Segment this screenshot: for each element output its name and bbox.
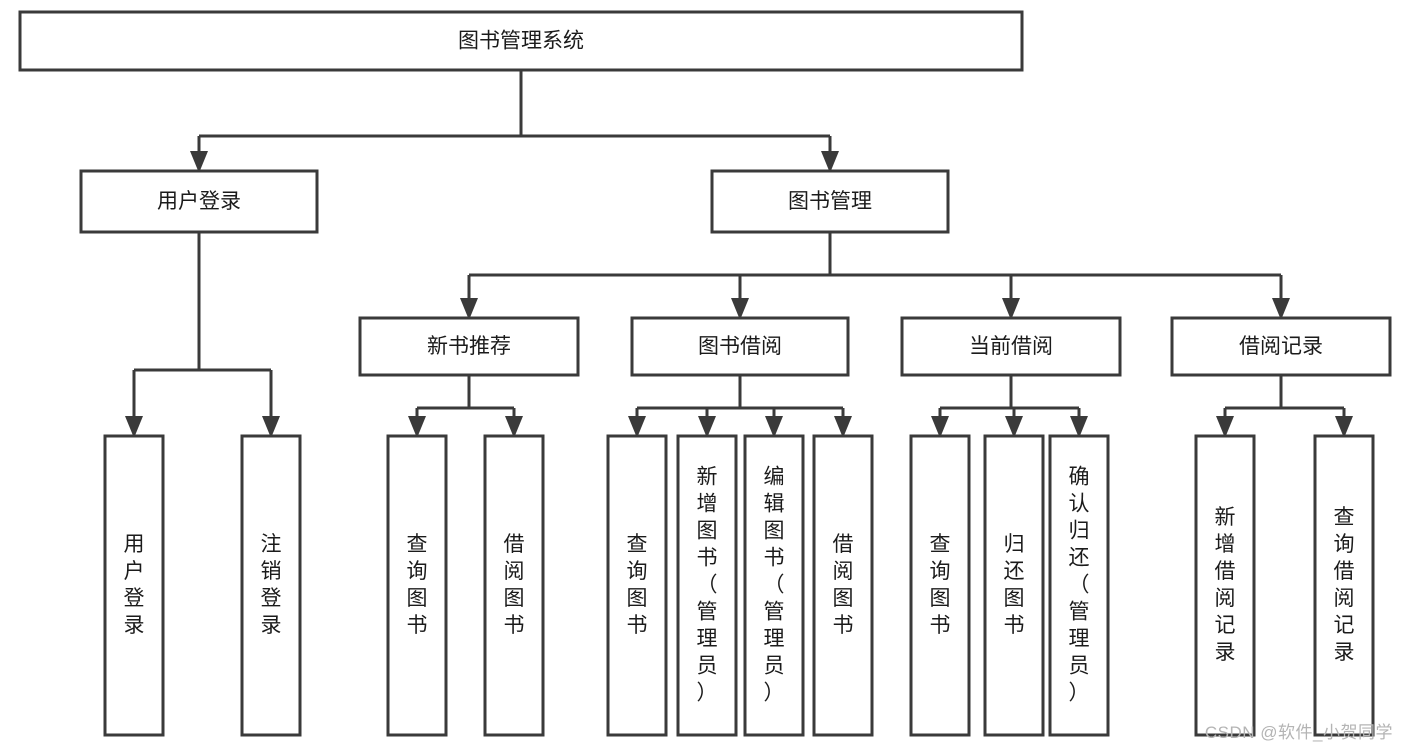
node-box[interactable] [630,316,850,377]
level3-node-borrow-record[interactable]: 借阅记录 [1170,316,1392,377]
level2-node-user-login[interactable]: 用户登录 [79,169,319,234]
arrow-head-icon [1216,416,1234,438]
level2-node-book-manage[interactable]: 图书管理 [710,169,950,234]
node-label: 查询图书 [930,533,951,637]
leaf-node-leaf-confirm-return[interactable]: 确认归还（管理员） [1048,434,1110,737]
node-box[interactable] [1170,316,1392,377]
leaf-node-leaf-add-book[interactable]: 新增图书（管理员） [676,434,738,737]
node-label: 图书管理系统 [458,30,584,53]
node-label: 查询图书 [407,533,428,637]
node-label: 注销登录 [261,533,282,637]
node-box[interactable] [240,434,302,737]
node-box[interactable] [1194,434,1256,737]
node-label: 编辑图书（管理员） [764,465,785,704]
node-box[interactable] [1048,434,1110,737]
arrow-head-icon [1335,416,1353,438]
node-box[interactable] [676,434,738,737]
leaf-node-leaf-query-book-bor[interactable]: 查询图书 [606,434,668,737]
node-label: 借阅图书 [504,533,525,637]
arrow-head-icon [628,416,646,438]
leaf-node-leaf-edit-book[interactable]: 编辑图书（管理员） [743,434,805,737]
node-box[interactable] [909,434,971,737]
node-box[interactable] [18,10,1024,72]
leaf-node-leaf-borrow-book-bor[interactable]: 借阅图书 [812,434,874,737]
node-box[interactable] [606,434,668,737]
arrow-head-icon [1070,416,1088,438]
node-box[interactable] [743,434,805,737]
arrow-head-icon [821,151,839,173]
edge-edge-newbook-bus [408,375,523,438]
leaf-node-leaf-query-book-cur[interactable]: 查询图书 [909,434,971,737]
node-label: 用户登录 [157,190,241,213]
node-label: 图书管理 [788,190,872,213]
arrow-head-icon [125,416,143,438]
arrow-head-icon [931,416,949,438]
nodes-layer: 图书管理系统用户登录图书管理新书推荐图书借阅当前借阅借阅记录用户登录注销登录查询… [18,10,1392,737]
node-box[interactable] [386,434,448,737]
arrow-head-icon [262,416,280,438]
node-box[interactable] [900,316,1122,377]
arrow-head-icon [731,298,749,320]
leaf-node-leaf-return-book[interactable]: 归还图书 [983,434,1045,737]
arrow-head-icon [1002,298,1020,320]
arrow-head-icon [765,416,783,438]
node-label: 图书借阅 [698,335,782,358]
node-box[interactable] [79,169,319,234]
edge-edge-root-bus [190,70,839,173]
edge-edge-bookmanage-bus [460,232,1290,320]
arrow-head-icon [698,416,716,438]
arrow-head-icon [408,416,426,438]
node-box[interactable] [483,434,545,737]
node-label: 借阅记录 [1239,335,1323,358]
arrow-head-icon [460,298,478,320]
node-box[interactable] [1313,434,1375,737]
arrow-head-icon [834,416,852,438]
node-box[interactable] [710,169,950,234]
root-node[interactable]: 图书管理系统 [18,10,1024,72]
level3-node-book-borrow[interactable]: 图书借阅 [630,316,850,377]
edges-layer [125,70,1353,438]
edge-edge-borrowrecord-bus [1216,375,1353,438]
arrow-head-icon [505,416,523,438]
node-label: 新增图书（管理员） [697,465,718,704]
node-label: 当前借阅 [969,335,1053,358]
leaf-node-leaf-query-book-rec[interactable]: 查询图书 [386,434,448,737]
edge-edge-userlogin-bus [125,232,280,438]
node-label: 用户登录 [124,533,145,637]
node-label: 新增借阅记录 [1215,506,1236,664]
node-label: 借阅图书 [833,533,854,637]
leaf-node-leaf-add-record[interactable]: 新增借阅记录 [1194,434,1256,737]
level3-node-current-borrow[interactable]: 当前借阅 [900,316,1122,377]
node-label: 查询图书 [627,533,648,637]
leaf-node-leaf-user-login[interactable]: 用户登录 [103,434,165,737]
edge-edge-currentborrow-bus [931,375,1088,438]
arrow-head-icon [190,151,208,173]
leaf-node-leaf-query-record[interactable]: 查询借阅记录 [1313,434,1375,737]
leaf-node-leaf-user-logout[interactable]: 注销登录 [240,434,302,737]
leaf-node-leaf-borrow-book-rec[interactable]: 借阅图书 [483,434,545,737]
node-label: 新书推荐 [427,335,511,358]
edge-edge-bookborrow-bus [628,375,852,438]
level3-node-new-book-recommend[interactable]: 新书推荐 [358,316,580,377]
node-label: 归还图书 [1004,533,1025,637]
node-box[interactable] [812,434,874,737]
node-label: 查询借阅记录 [1334,506,1355,664]
node-box[interactable] [103,434,165,737]
arrow-head-icon [1005,416,1023,438]
node-box[interactable] [358,316,580,377]
node-box[interactable] [983,434,1045,737]
node-label: 确认归还（管理员） [1069,465,1090,704]
arrow-head-icon [1272,298,1290,320]
